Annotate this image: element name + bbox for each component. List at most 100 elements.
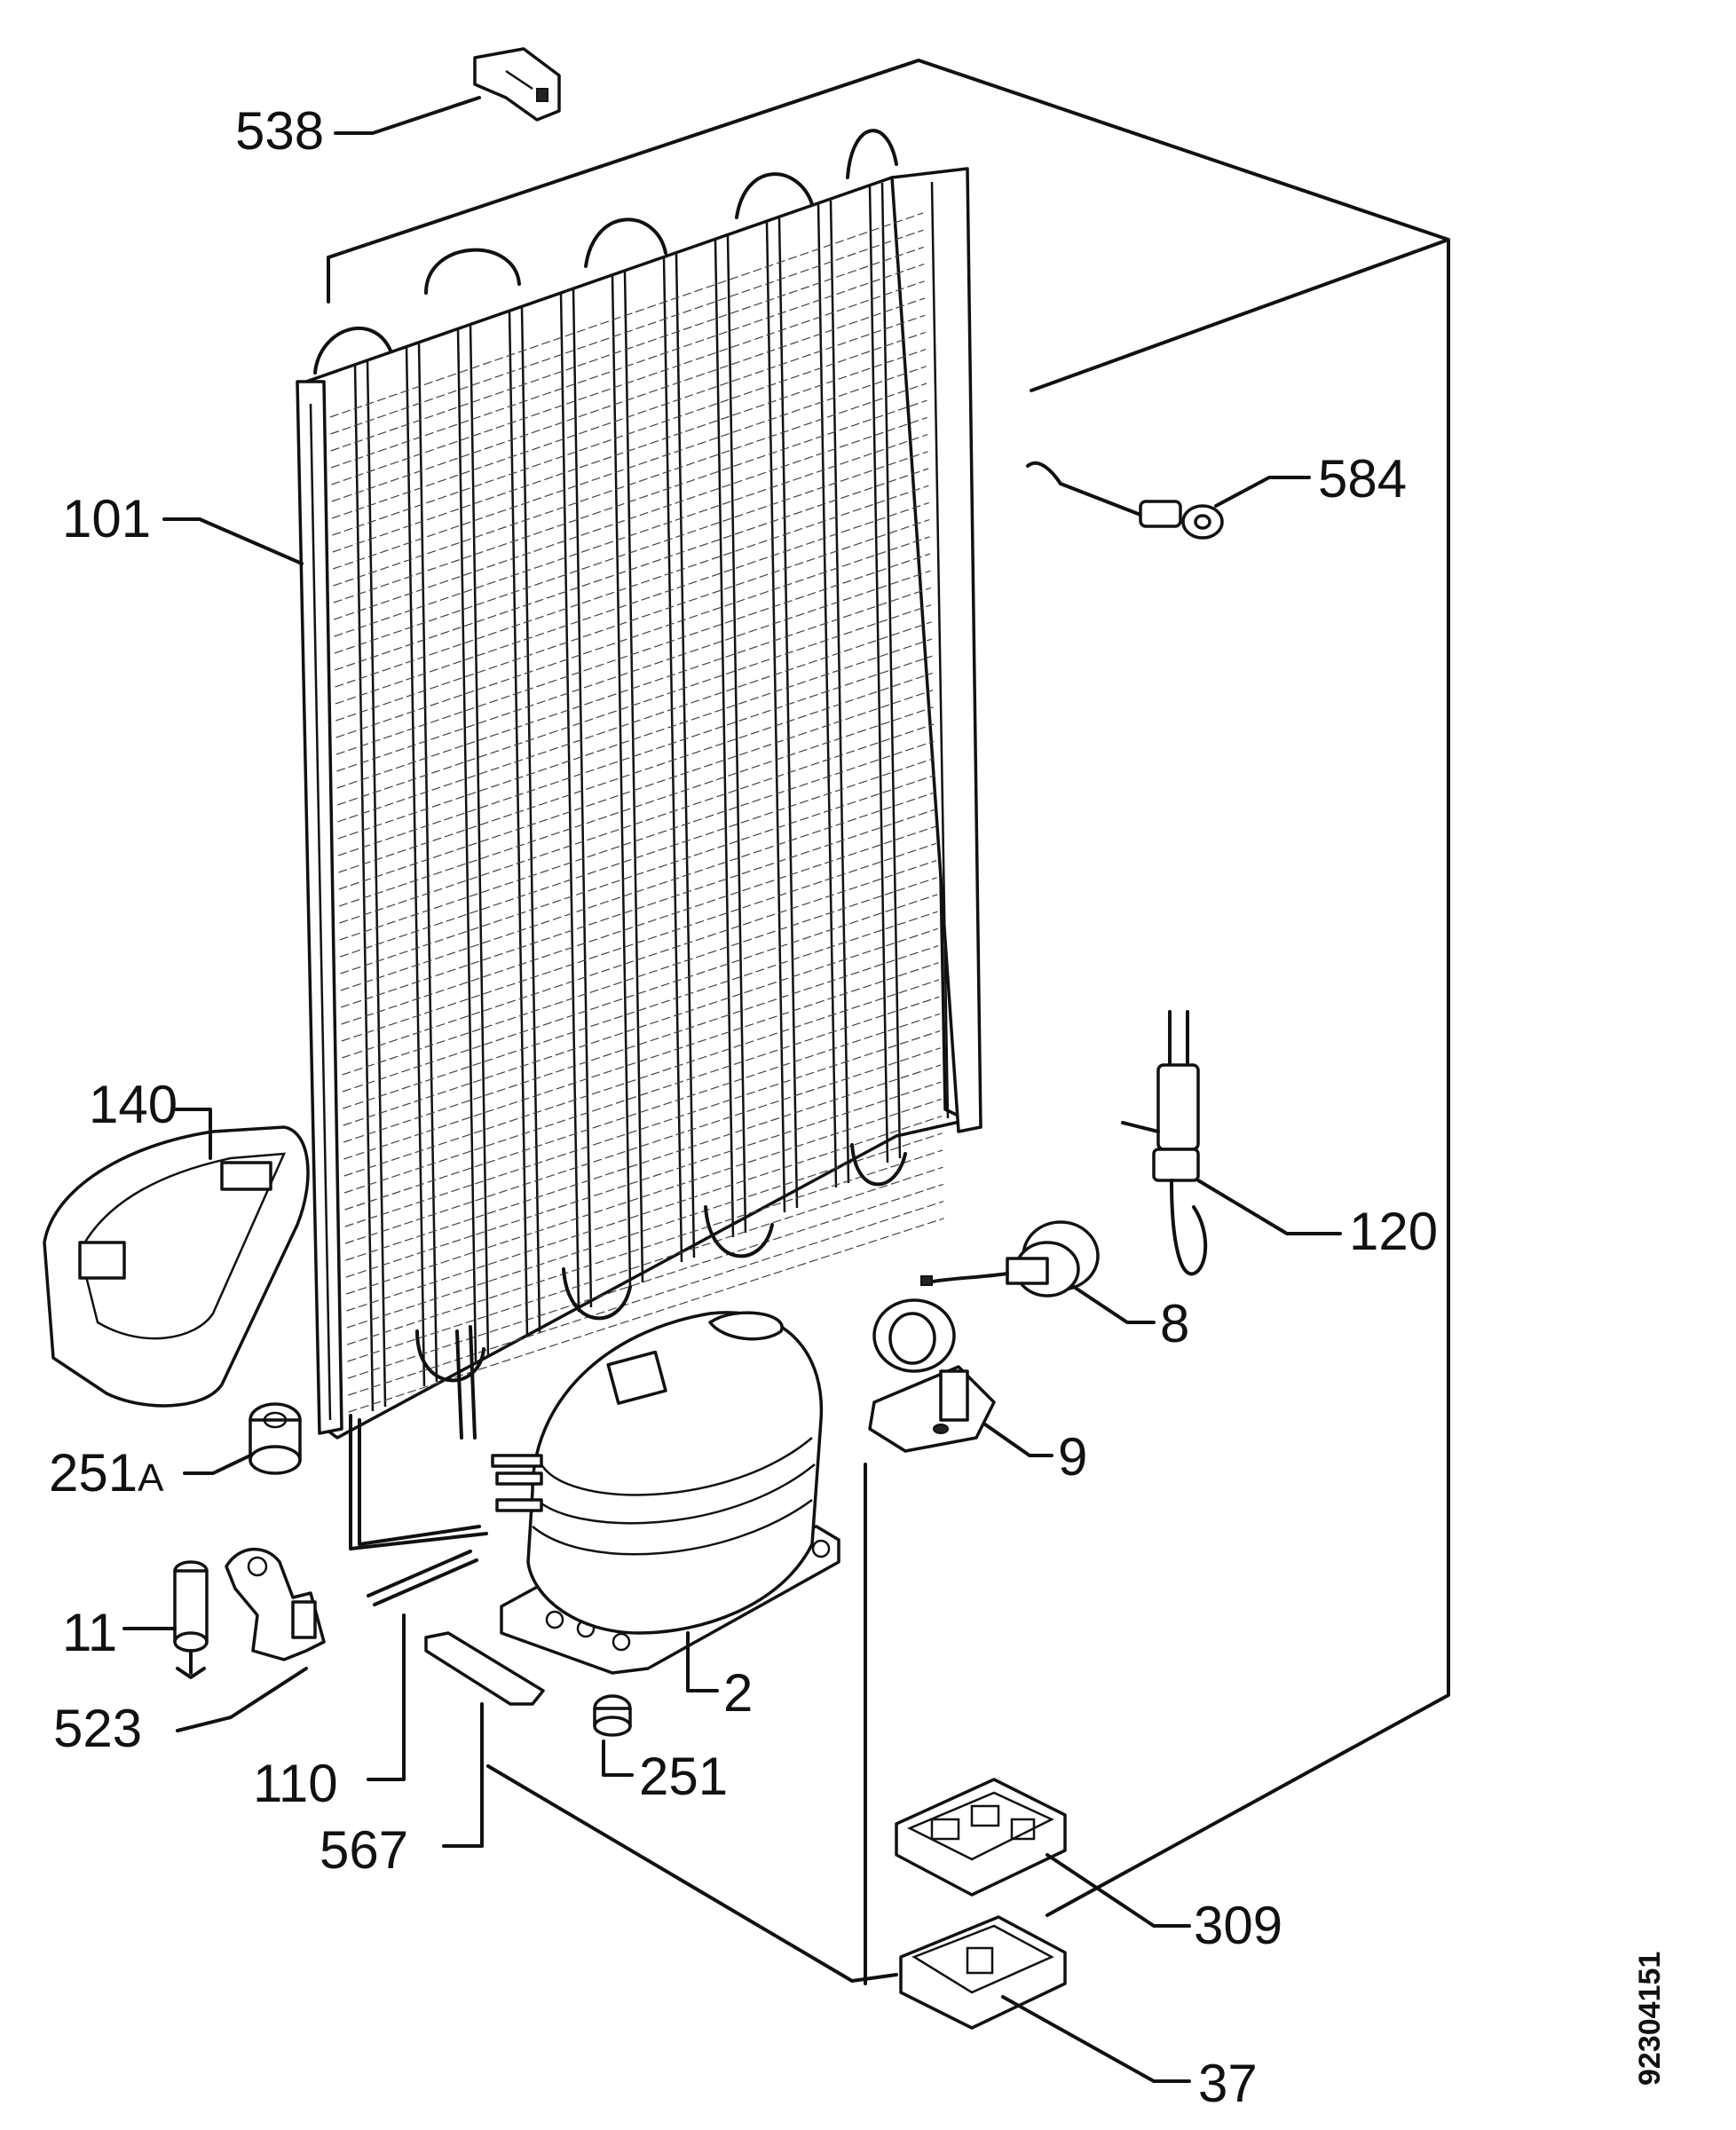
condenser-wire (330, 264, 925, 469)
condenser-tube (765, 221, 786, 1213)
condenser-wire (337, 621, 932, 823)
condenser-tube (405, 345, 426, 1387)
condenser-wire (336, 587, 931, 789)
condenser-wire (331, 297, 926, 502)
condenser-wire (335, 519, 930, 722)
label-140: 140 (89, 1075, 178, 1134)
condenser-wire (339, 723, 935, 924)
label-309: 309 (1194, 1896, 1282, 1955)
label-37: 37 (1198, 2054, 1258, 2113)
condenser-wire (329, 212, 924, 418)
part-11-capacitor (122, 1560, 209, 1679)
label-251: 251 (639, 1747, 728, 1806)
condenser-wire (343, 911, 938, 1109)
part-2-compressor (491, 1311, 840, 1692)
condenser-wire (332, 366, 927, 570)
condenser-tube (469, 324, 490, 1358)
condenser-wire (344, 1030, 941, 1227)
condenser-wire (341, 809, 936, 1008)
condenser-wire (340, 757, 935, 958)
condenser-wire (338, 706, 934, 907)
condenser-wire (347, 1166, 943, 1362)
cabinet-outline (327, 59, 1450, 1985)
condenser-fins (329, 182, 944, 1413)
condenser-wire (338, 672, 933, 873)
condenser-tube (353, 363, 375, 1412)
label-251a-number: 251 (49, 1443, 138, 1503)
condenser-wire (343, 927, 938, 1126)
condenser-wire (343, 996, 940, 1194)
condenser-tube (868, 185, 889, 1164)
part-110-tube (367, 1550, 478, 1781)
part-251a-grommet (183, 1402, 302, 1475)
condenser-wire (341, 825, 936, 1025)
condenser-wire (335, 501, 929, 705)
condenser-tube (623, 271, 644, 1283)
condenser-tube (662, 256, 683, 1263)
condenser-wire (332, 349, 927, 553)
condenser-wire (344, 1013, 940, 1211)
label-101: 101 (62, 489, 151, 548)
condenser-wire (345, 1081, 942, 1278)
condenser-wire (334, 434, 928, 637)
condenser-wire (331, 280, 925, 485)
condenser-wire (345, 1064, 942, 1261)
condenser-wire (331, 314, 926, 519)
condenser-wire (344, 1047, 941, 1244)
condenser-wire (343, 945, 939, 1143)
condenser-wire (336, 604, 932, 806)
condenser-tube (829, 200, 850, 1184)
label-11: 11 (62, 1603, 117, 1662)
label-251a: 251A (49, 1443, 164, 1503)
condenser-wire (335, 468, 929, 671)
condenser-wire (337, 638, 933, 840)
condenser-tube (366, 359, 387, 1408)
part-523-bracket (176, 1547, 326, 1732)
part-9-overload (868, 1298, 1053, 1457)
condenser-wire (337, 655, 933, 856)
condenser-wire (348, 1201, 944, 1396)
condenser-wire (338, 690, 934, 890)
label-523: 523 (53, 1699, 142, 1758)
condenser-wire (346, 1116, 943, 1312)
condenser-wire (346, 1132, 943, 1329)
condenser-tube (880, 182, 902, 1159)
condenser-tube (520, 306, 541, 1333)
condenser-wire (330, 229, 924, 435)
condenser-tube (714, 239, 735, 1238)
condenser-tube (508, 310, 529, 1337)
condenser-wire (342, 894, 938, 1093)
label-251a-suffix: A (138, 1456, 164, 1500)
part-584-sensor (1026, 461, 1311, 540)
condenser-wire (346, 1098, 942, 1295)
condenser-tube (456, 327, 477, 1362)
label-584: 584 (1318, 449, 1407, 509)
label-567: 567 (320, 1820, 408, 1880)
part-309-terminal-block (895, 1778, 1191, 1928)
label-9: 9 (1058, 1427, 1087, 1487)
condenser-wire (340, 792, 935, 991)
label-110: 110 (253, 1754, 338, 1813)
label-120: 120 (1349, 1202, 1438, 1261)
part-8-relay (920, 1220, 1156, 1324)
condenser-wire (335, 485, 929, 688)
condenser-wire (342, 860, 937, 1059)
condenser-tube (572, 288, 593, 1308)
condenser-wire (334, 451, 928, 654)
condenser-tube (726, 235, 747, 1234)
part-251-grommet (593, 1694, 634, 1777)
condenser-tube (559, 292, 580, 1313)
condenser-wire (334, 416, 927, 620)
label-2: 2 (723, 1663, 753, 1723)
label-538: 538 (235, 101, 324, 161)
condenser-wire (340, 775, 935, 974)
part-120-thermostat (1121, 1010, 1342, 1276)
part-538-clip (334, 47, 561, 135)
condenser-wire (347, 1183, 943, 1379)
condenser-wire (343, 962, 939, 1160)
condenser-wire (335, 536, 930, 738)
condenser-101 (296, 129, 982, 1550)
condenser-wire (336, 570, 931, 772)
part-140-drip-tray (43, 1108, 310, 1408)
